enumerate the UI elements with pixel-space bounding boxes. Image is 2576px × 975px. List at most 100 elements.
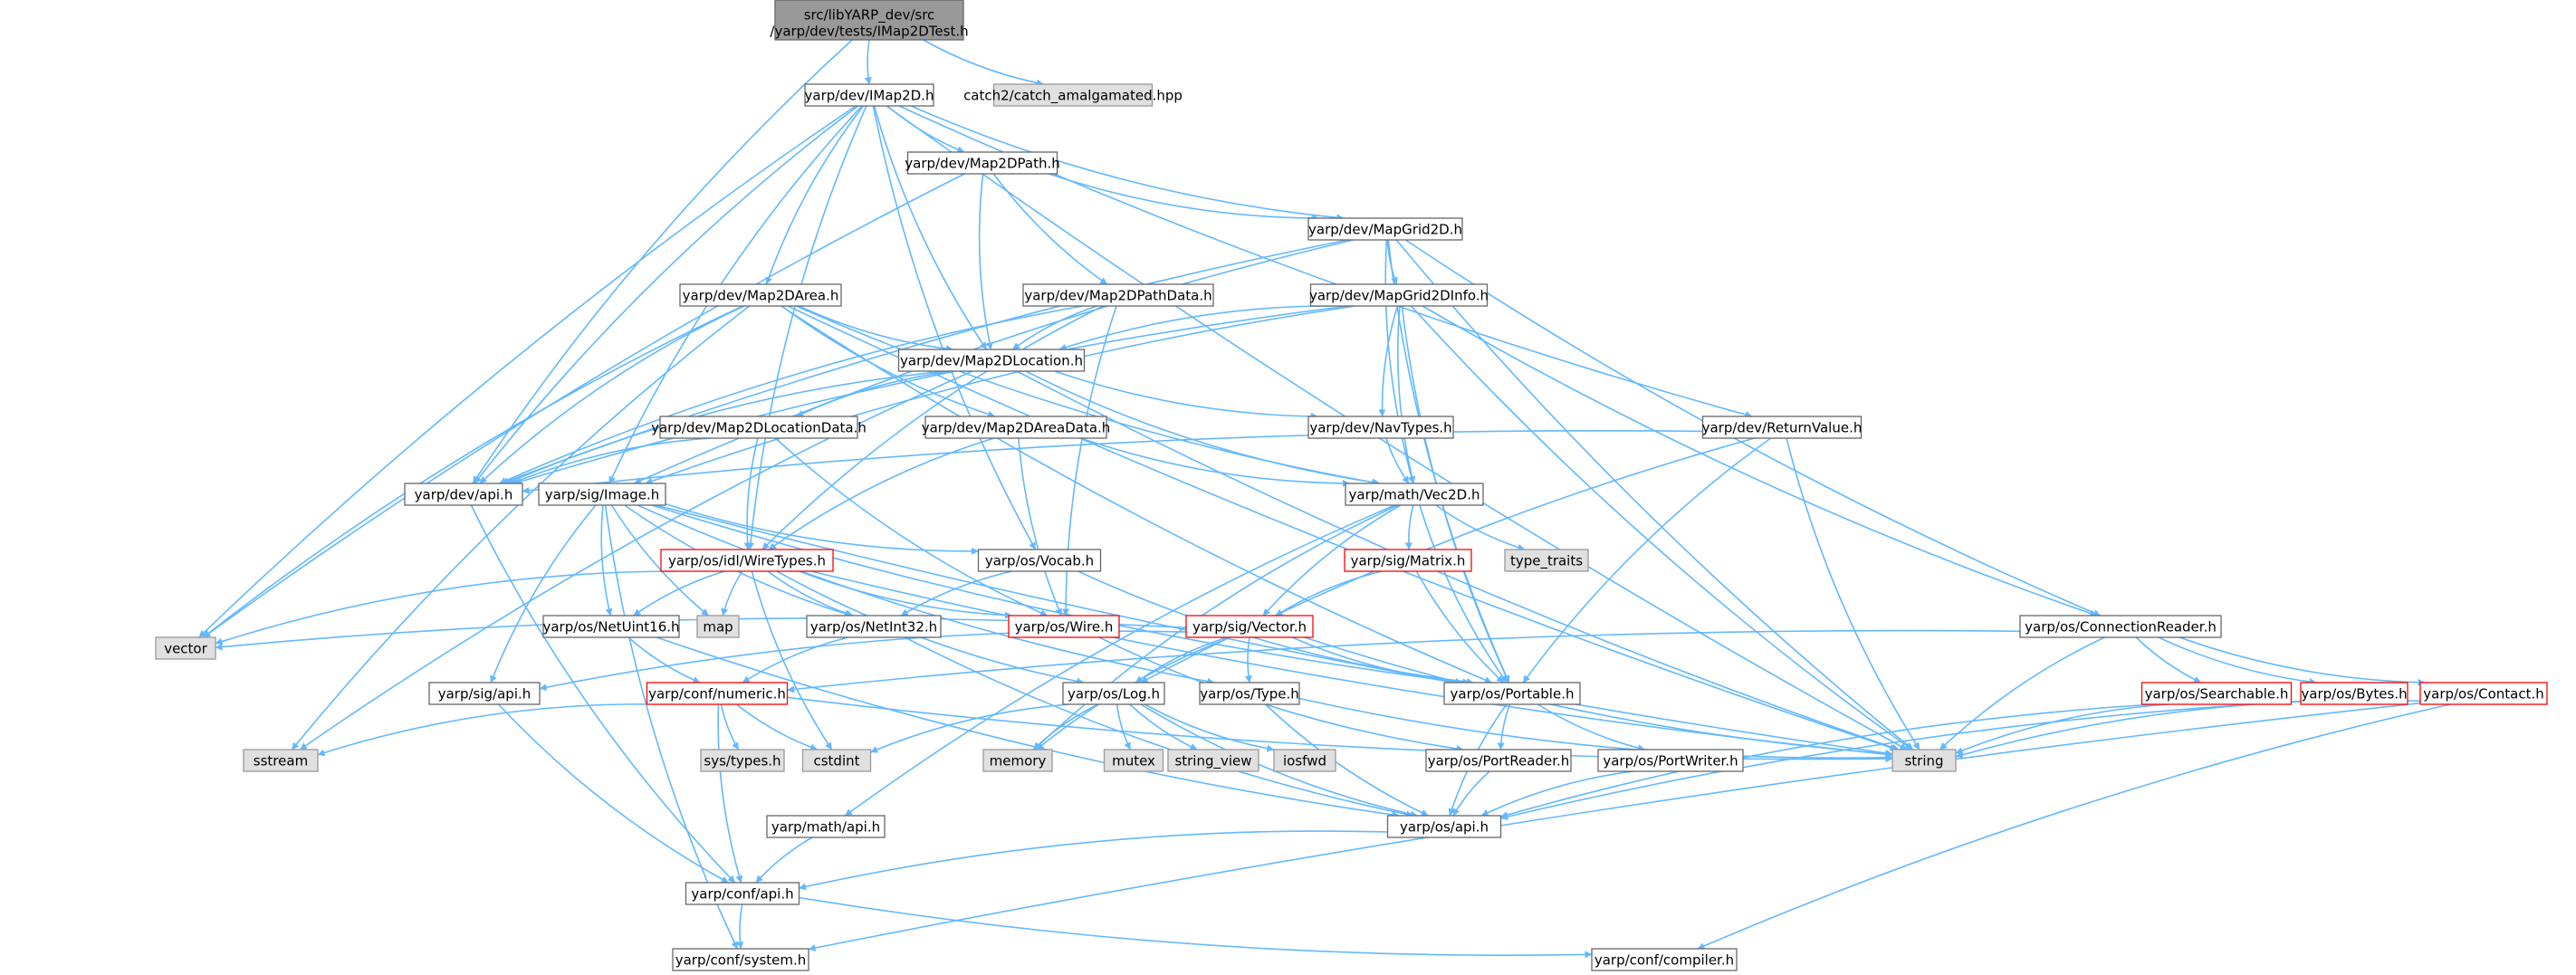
node-wiretypes[interactable]: yarp/os/idl/WireTypes.h xyxy=(660,549,834,572)
node-box xyxy=(924,416,1107,439)
node-system[interactable]: yarp/conf/system.h xyxy=(672,948,809,971)
node-box xyxy=(428,682,541,705)
node-layer: src/libYARP_dev/src/yarp/dev/tests/IMap2… xyxy=(155,0,2548,971)
node-portable[interactable]: yarp/os/Portable.h xyxy=(1443,682,1581,705)
node-label: yarp/dev/Map2DLocationData.h xyxy=(651,420,867,436)
edge-root-to-imap2d xyxy=(864,39,872,85)
edge-mapgrid2d-to-sigimage xyxy=(634,239,1354,484)
node-box xyxy=(1597,749,1744,772)
edge-vec2d-to-portable xyxy=(1419,504,1508,683)
edge-mathapi-to-confapi xyxy=(755,836,813,884)
node-sigimage[interactable]: yarp/sig/Image.h xyxy=(538,483,666,506)
node-ostype[interactable]: yarp/os/Type.h xyxy=(1199,682,1300,705)
edge-map2dpath-to-map2dpathdata xyxy=(992,173,1108,285)
node-stringview: string_view xyxy=(1167,749,1259,772)
node-label: yarp/os/NetInt32.h xyxy=(810,619,937,636)
edge-map2dpathdata-to-map2dlocation xyxy=(1011,305,1097,350)
edge-bytes-to-osapi xyxy=(1500,700,2302,821)
edge-oslog-to-cstdint xyxy=(870,703,1069,753)
node-sigvector[interactable]: yarp/sig/Vector.h xyxy=(1185,615,1314,638)
edge-mapgrid2dinfo-to-string xyxy=(1410,305,1912,750)
node-sigmatrix[interactable]: yarp/sig/Matrix.h xyxy=(1344,549,1472,572)
node-box xyxy=(906,151,1058,175)
edge-mapgrid2dinfo-to-sigimage xyxy=(645,305,1356,485)
edge-vocab-to-netint32 xyxy=(900,570,1013,617)
node-devapi[interactable]: yarp/dev/api.h xyxy=(404,483,523,506)
node-contact[interactable]: yarp/os/Contact.h xyxy=(2419,682,2548,705)
node-label: sstream xyxy=(254,753,308,769)
node-portreader[interactable]: yarp/os/PortReader.h xyxy=(1425,749,1572,772)
node-sigapi[interactable]: yarp/sig/api.h xyxy=(428,682,541,705)
edge-oslog-to-mutex xyxy=(1116,703,1132,750)
node-label: yarp/os/Vocab.h xyxy=(985,553,1094,569)
edge-contact-to-compiler xyxy=(1697,703,2451,950)
node-box xyxy=(646,682,789,705)
node-label: yarp/dev/NavTypes.h xyxy=(1309,420,1451,436)
node-box xyxy=(243,749,319,772)
edge-imap2d-to-mapgrid2d xyxy=(910,105,1345,222)
node-mapgrid2dinfo[interactable]: yarp/dev/MapGrid2DInfo.h xyxy=(1309,283,1489,307)
node-navtypes[interactable]: yarp/dev/NavTypes.h xyxy=(1307,416,1454,439)
edge-vec2d-to-sigmatrix xyxy=(1404,504,1414,550)
edge-map2dpath-to-vector xyxy=(203,173,965,638)
node-confapi[interactable]: yarp/conf/api.h xyxy=(685,882,800,905)
node-map2dlocationdata[interactable]: yarp/dev/Map2DLocationData.h xyxy=(651,416,867,439)
edge-map2dlocation-to-map2dlocationdata xyxy=(796,370,954,417)
node-numeric[interactable]: yarp/conf/numeric.h xyxy=(646,682,789,705)
node-bytes[interactable]: yarp/os/Bytes.h xyxy=(2300,682,2408,705)
node-label: vector xyxy=(164,641,207,657)
node-label: yarp/dev/MapGrid2D.h xyxy=(1308,222,1462,238)
node-map2dpathdata[interactable]: yarp/dev/Map2DPathData.h xyxy=(1022,283,1214,307)
node-label: yarp/dev/Map2DArea.h xyxy=(683,288,839,304)
node-map2dlocation[interactable]: yarp/dev/Map2DLocation.h xyxy=(897,349,1086,372)
node-oslog[interactable]: yarp/os/Log.h xyxy=(1062,682,1165,705)
node-string: string xyxy=(1891,749,1957,772)
node-vocab[interactable]: yarp/os/Vocab.h xyxy=(977,549,1102,572)
node-map2dareadata[interactable]: yarp/dev/Map2DAreaData.h xyxy=(922,416,1111,439)
node-box xyxy=(685,882,800,905)
node-box xyxy=(1062,682,1165,705)
node-netuint16[interactable]: yarp/os/NetUint16.h xyxy=(542,615,680,638)
edge-sigimage-to-portable xyxy=(651,504,1463,685)
node-vec2d[interactable]: yarp/math/Vec2D.h xyxy=(1345,483,1484,506)
node-box xyxy=(1022,283,1214,307)
edge-map2darea-to-devapi xyxy=(479,305,745,484)
edge-mapgrid2d-to-vec2d xyxy=(1384,239,1415,484)
edge-map2darea-to-map2dareadata xyxy=(780,305,996,418)
node-label: type_traits xyxy=(1510,553,1583,570)
edge-imap2d-to-map2dlocation xyxy=(873,105,988,350)
node-imap2d[interactable]: yarp/dev/IMap2D.h xyxy=(804,83,934,107)
node-box xyxy=(1307,217,1463,241)
node-map2dpath[interactable]: yarp/dev/Map2DPath.h xyxy=(905,151,1060,175)
node-box xyxy=(1591,948,1738,971)
node-connreader[interactable]: yarp/os/ConnectionReader.h xyxy=(2019,615,2222,638)
node-label: cstdint xyxy=(813,753,859,769)
edge-netint32-to-numeric xyxy=(742,636,849,683)
node-label: catch2/catch_amalgamated.hpp xyxy=(963,88,1183,105)
edge-wiretypes-to-cstdint xyxy=(751,570,833,750)
node-label: yarp/os/NetUint16.h xyxy=(542,619,679,636)
node-portwriter[interactable]: yarp/os/PortWriter.h xyxy=(1597,749,1744,772)
node-wire[interactable]: yarp/os/Wire.h xyxy=(1008,615,1120,638)
node-netint32[interactable]: yarp/os/NetInt32.h xyxy=(806,615,942,638)
node-label: yarp/conf/numeric.h xyxy=(648,686,786,703)
edge-vec2d-to-typetraits xyxy=(1435,504,1526,551)
edge-layer xyxy=(198,39,2451,959)
edge-contact-to-system xyxy=(808,702,2421,951)
node-systypes: sys/types.h xyxy=(700,749,785,772)
node-box xyxy=(1273,749,1336,772)
node-compiler[interactable]: yarp/conf/compiler.h xyxy=(1591,948,1738,971)
node-osapi[interactable]: yarp/os/api.h xyxy=(1386,815,1502,838)
node-box xyxy=(2019,615,2222,638)
node-returnvalue[interactable]: yarp/dev/ReturnValue.h xyxy=(1702,416,1863,439)
node-label: yarp/sig/Image.h xyxy=(545,487,660,503)
node-root[interactable]: src/libYARP_dev/src/yarp/dev/tests/IMap2… xyxy=(770,0,969,41)
node-label: yarp/conf/compiler.h xyxy=(1594,952,1734,969)
edge-sigvector-to-ostype xyxy=(1244,636,1252,683)
node-label: yarp/dev/IMap2D.h xyxy=(805,88,934,104)
node-searchable[interactable]: yarp/os/Searchable.h xyxy=(2140,682,2293,705)
node-map2darea[interactable]: yarp/dev/Map2DArea.h xyxy=(679,283,842,307)
edge-navtypes-to-vec2d xyxy=(1385,437,1410,484)
node-mapgrid2d[interactable]: yarp/dev/MapGrid2D.h xyxy=(1307,217,1463,241)
node-mathapi[interactable]: yarp/math/api.h xyxy=(766,815,886,838)
